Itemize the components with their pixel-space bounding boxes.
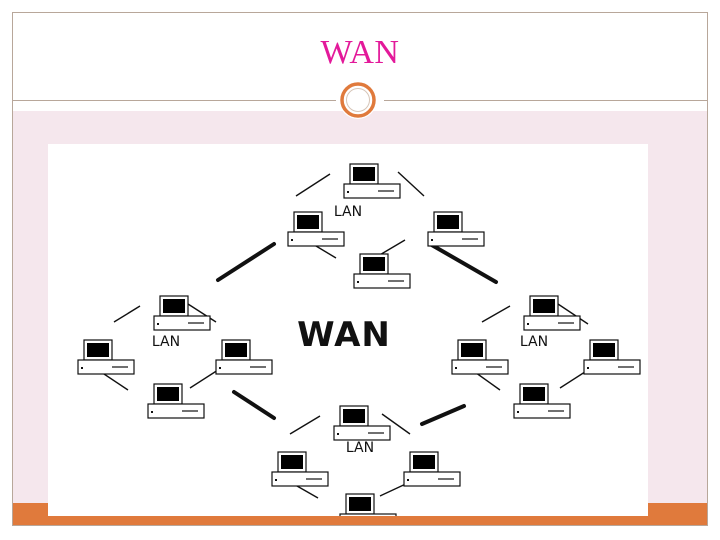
lan-link-line [113, 305, 141, 323]
lan-link-line [381, 413, 411, 435]
slide-title: WAN [320, 34, 400, 71]
decorative-ring-icon [339, 81, 377, 119]
header-divider-right [384, 100, 707, 101]
computer-icon [451, 339, 509, 375]
lan-link-line [295, 173, 331, 197]
computer-icon [523, 295, 581, 331]
lan-link-line [557, 303, 589, 325]
computer-icon [339, 493, 397, 516]
wan-diagram-svg: LAN LAN LAN LAN WAN [77, 163, 641, 516]
wan-link-line [420, 404, 466, 426]
header-divider-left [13, 100, 336, 101]
lan-label: LAN [346, 440, 374, 456]
computer-icon [583, 339, 641, 375]
computer-icon [353, 253, 411, 289]
computer-icon [403, 451, 461, 487]
wan-center-label: WAN [297, 315, 391, 355]
lan-label: LAN [152, 334, 180, 350]
computer-icon [215, 339, 273, 375]
lan-link-line [397, 171, 425, 197]
computer-icon [333, 405, 391, 441]
wan-link-line [232, 390, 276, 420]
slide-frame [12, 12, 708, 526]
lan-cluster: LAN [271, 405, 461, 516]
computer-icon [153, 295, 211, 331]
lan-label: LAN [520, 334, 548, 350]
computer-icon [77, 339, 135, 375]
computer-icon [147, 383, 205, 419]
lan-link-line [377, 239, 406, 257]
lan-cluster: LAN [287, 163, 485, 289]
computer-icon [287, 211, 345, 247]
lan-label: LAN [334, 204, 362, 220]
lan-link-line [187, 303, 217, 323]
computer-icon [343, 163, 401, 199]
wan-link-line [428, 242, 498, 284]
lan-cluster: LAN [77, 295, 273, 419]
lan-link-line [481, 305, 511, 323]
computer-icon [427, 211, 485, 247]
wan-link-line [216, 242, 276, 282]
lan-cluster: LAN [451, 295, 641, 419]
lan-link-line [559, 369, 589, 389]
wan-diagram: LAN LAN LAN LAN WAN [48, 144, 648, 516]
lan-link-line [289, 415, 321, 435]
computer-icon [271, 451, 329, 487]
lan-link-line [189, 369, 219, 389]
computer-icon [513, 383, 571, 419]
